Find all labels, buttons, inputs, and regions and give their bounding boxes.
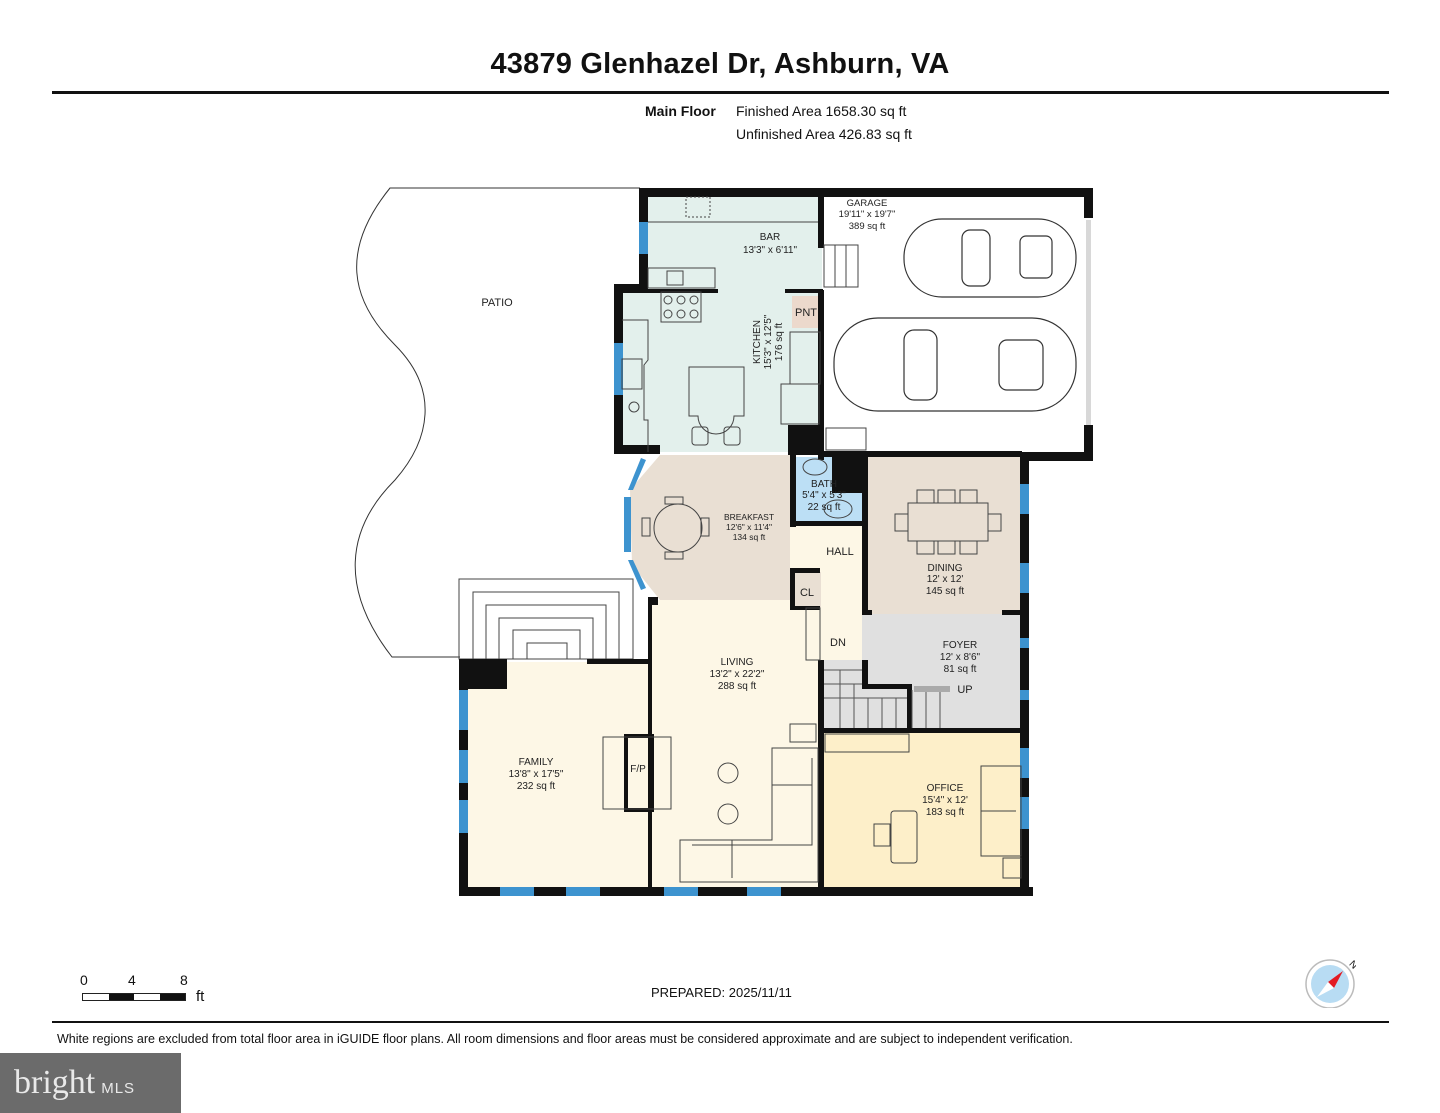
disclaimer-text: White regions are excluded from total fl… <box>57 1032 1073 1046</box>
office-fill <box>824 732 1022 888</box>
dining-dims: 12' x 12' <box>927 574 964 585</box>
living-label: LIVING <box>721 657 754 668</box>
closet-label: CL <box>800 587 814 599</box>
finished-area: Finished Area 1658.30 sq ft <box>736 103 907 119</box>
family-fill <box>466 662 648 888</box>
office-dims: 15'4" x 12' <box>922 795 968 806</box>
living-dims: 13'2" x 22'2" <box>710 669 765 680</box>
fixtures <box>602 196 1022 883</box>
page-title: 43879 Glenhazel Dr, Ashburn, VA <box>490 48 950 80</box>
bright-mls-logo: bright MLS <box>0 1053 181 1113</box>
breakfast-area: 134 sq ft <box>733 532 766 542</box>
breakfast-label: BREAKFAST <box>724 512 774 522</box>
scale-tick-4: 4 <box>128 972 136 988</box>
pantry-fill <box>792 296 820 328</box>
bar-dims: 13'3" x 6'11" <box>743 245 798 256</box>
bath-dims: 5'4" x 5'3" <box>802 490 846 501</box>
kitchen-fill <box>622 292 822 452</box>
closet-fill <box>795 572 821 608</box>
unfinished-area: Unfinished Area 426.83 sq ft <box>736 126 912 142</box>
stairs-up-label: UP <box>957 684 972 696</box>
kitchen-dims: 15'3" x 12'5" <box>763 314 774 369</box>
breakfast-dims: 12'6" x 11'4" <box>726 522 772 532</box>
garage-label: GARAGE <box>847 198 888 209</box>
garage-cars <box>833 218 1077 412</box>
family-label: FAMILY <box>519 757 554 768</box>
living-area: 288 sq ft <box>718 681 757 692</box>
dining-label: DINING <box>928 563 963 574</box>
compass-north-label: N <box>1346 959 1356 972</box>
office-area: 183 sq ft <box>926 807 965 818</box>
office-label: OFFICE <box>927 783 964 794</box>
windows <box>459 220 1091 896</box>
garage-area: 389 sq ft <box>849 221 886 232</box>
bar-fill <box>647 196 822 292</box>
family-dims: 13'8" x 17'5" <box>509 769 564 780</box>
garage-dims: 19'11" x 19'7" <box>839 209 896 220</box>
scale-unit: ft <box>196 988 205 1005</box>
patio-label: PATIO <box>481 297 513 309</box>
stairs-down-label: DN <box>830 637 846 649</box>
brand-suffix: MLS <box>101 1079 136 1097</box>
pantry-label: PNT <box>795 307 817 319</box>
brand-word: bright <box>14 1064 96 1101</box>
breakfast-fill <box>630 455 790 600</box>
foyer-area: 81 sq ft <box>944 664 977 675</box>
scale-tick-8: 8 <box>180 972 188 988</box>
foyer-dims: 12' x 8'6" <box>940 652 981 663</box>
foyer-label: FOYER <box>943 640 977 651</box>
header-divider <box>52 91 1389 94</box>
kitchen-area: 176 sq ft <box>774 323 785 362</box>
footer-divider <box>52 1021 1389 1023</box>
bath-area: 22 sq ft <box>808 502 841 513</box>
scale-bar-graphic <box>82 993 186 1001</box>
dining-area: 145 sq ft <box>926 586 965 597</box>
scale-tick-0: 0 <box>80 972 88 988</box>
patio-outline <box>354 187 640 658</box>
fireplace-label: F/P <box>630 764 646 775</box>
dining-fill <box>866 456 1022 614</box>
family-area: 232 sq ft <box>517 781 556 792</box>
bar-label: BAR <box>760 232 781 243</box>
prepared-date: PREPARED: 2025/11/11 <box>651 985 792 1000</box>
kitchen-label: KITCHEN <box>752 320 763 364</box>
floor-label: Main Floor <box>645 103 716 119</box>
compass-north-icon: N <box>1305 959 1356 1008</box>
back-steps <box>458 578 634 660</box>
hall-label: HALL <box>826 546 854 558</box>
scale-bar: 0 4 8 ft <box>80 972 210 1012</box>
bath-label: BATH <box>811 479 837 490</box>
